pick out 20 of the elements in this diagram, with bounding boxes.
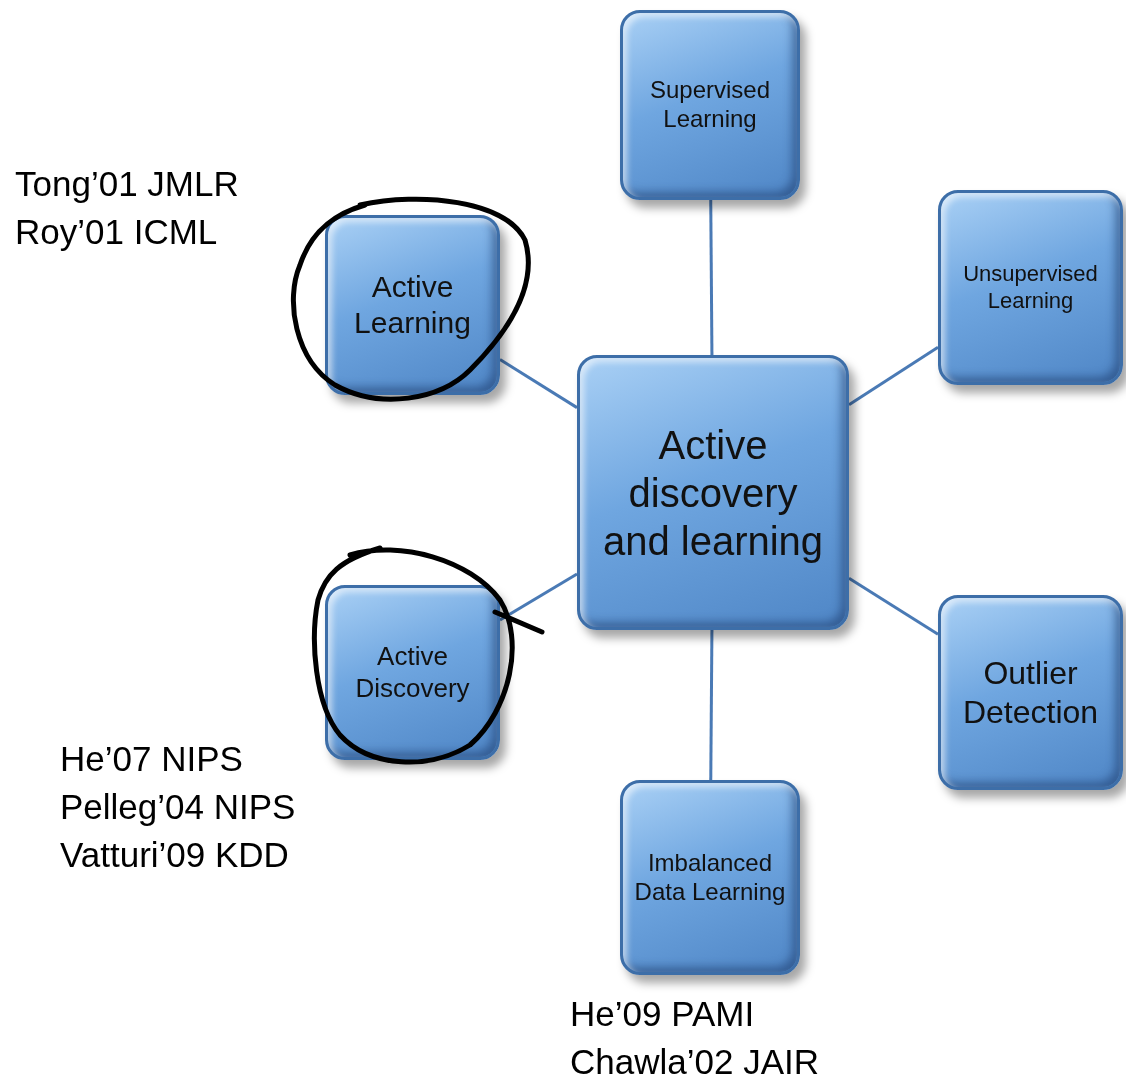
topic-box: Imbalanced Data Learning bbox=[620, 780, 800, 975]
citation-text: Roy’01 ICML bbox=[15, 211, 218, 253]
topic-box: Unsupervised Learning bbox=[938, 190, 1123, 385]
topic-box: Outlier Detection bbox=[938, 595, 1123, 790]
citation-text: Vatturi’09 KDD bbox=[60, 834, 289, 876]
connector-line bbox=[499, 572, 578, 622]
connector-line bbox=[499, 358, 578, 409]
topic-box: Active Learning bbox=[325, 215, 500, 395]
topic-box: Supervised Learning bbox=[620, 10, 800, 200]
central-box: Active discovery and learning bbox=[577, 355, 849, 630]
citation-text: He’09 PAMI bbox=[570, 993, 755, 1035]
connector-line bbox=[848, 345, 939, 406]
citation-text: He’07 NIPS bbox=[60, 738, 243, 780]
connector-line bbox=[848, 576, 939, 636]
citation-text: Tong’01 JMLR bbox=[15, 163, 239, 205]
connector-line bbox=[709, 630, 714, 780]
citation-text: Chawla’02 JAIR bbox=[570, 1041, 819, 1083]
topic-box: Active Discovery bbox=[325, 585, 500, 760]
citation-text: Pelleg’04 NIPS bbox=[60, 786, 296, 828]
connector-line bbox=[709, 200, 714, 355]
